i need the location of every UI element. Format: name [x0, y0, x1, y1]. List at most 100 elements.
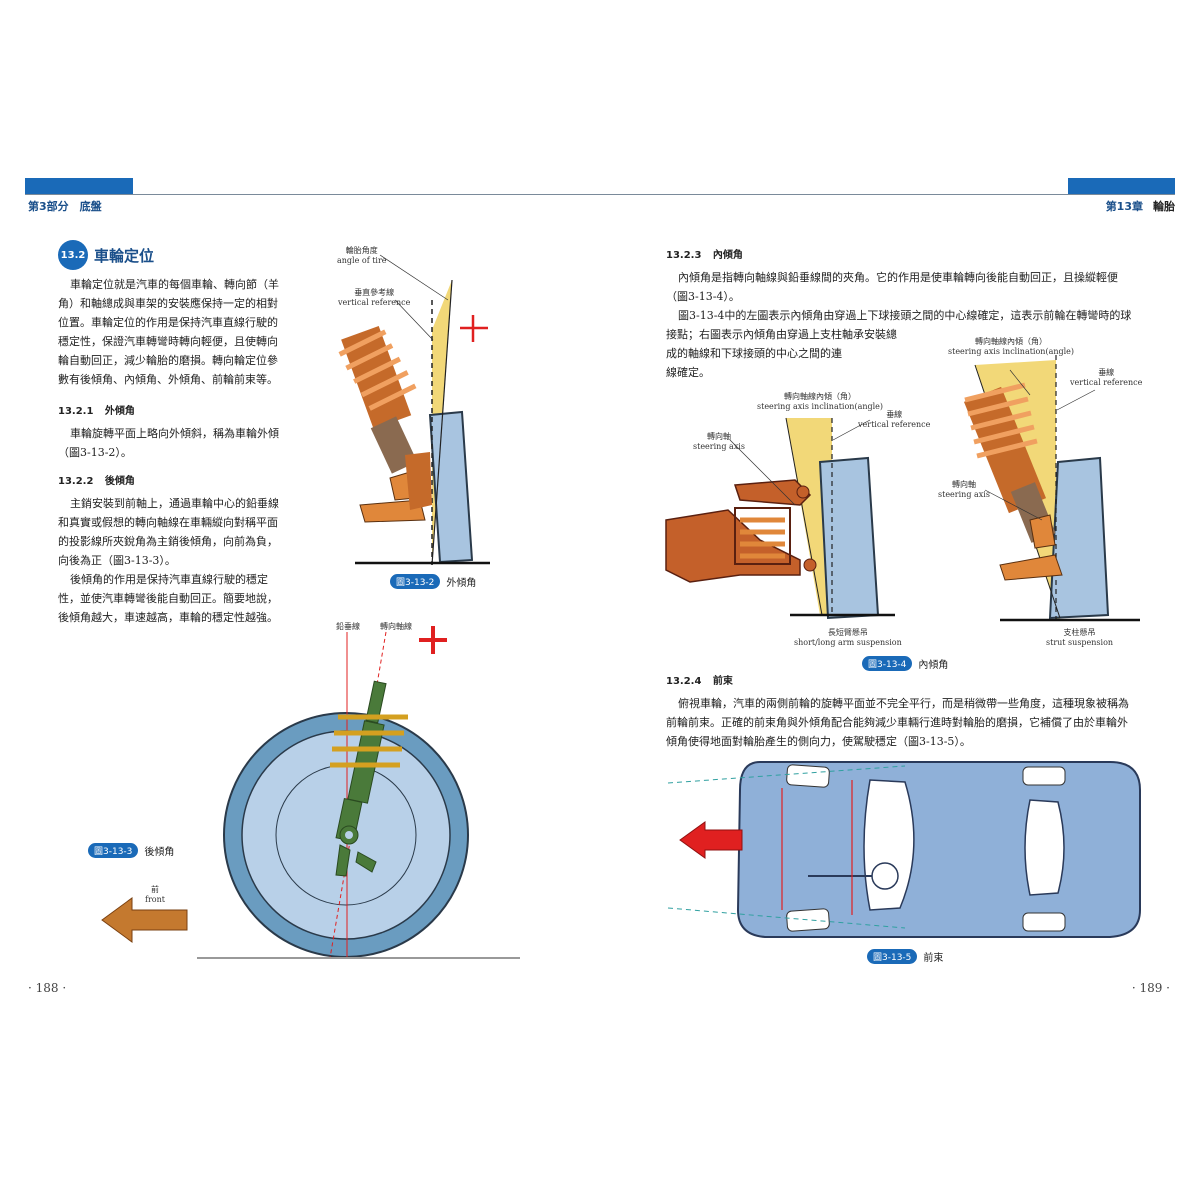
- label-text-en: vertical reference: [858, 420, 931, 429]
- label-vertical-left: 垂線 vertical reference: [858, 410, 930, 430]
- caption-fig-3-13-3: 圖3-13-3 後傾角: [88, 843, 174, 858]
- caption-number: 圖3-13-5: [867, 949, 918, 964]
- caption-fig-3-13-5: 圖3-13-5 前束: [867, 949, 943, 964]
- section-title: 車輪定位: [94, 247, 155, 265]
- label-text: 輪胎角度: [345, 246, 378, 255]
- text-line: 成的軸線和下球接頭的中心之間的連: [666, 347, 842, 360]
- caption-text: 內傾角: [918, 660, 949, 671]
- sub1-paragraph: 車輪旋轉平面上略向外傾斜，稱為車輪外傾 （圖3-13-2）。: [58, 424, 288, 462]
- text-line: 後傾角越大，車速越高，車輪的穩定性越強。: [58, 611, 278, 624]
- text-line: 穩定性，保證汽車轉彎時轉向輕便，且使轉向: [58, 335, 278, 348]
- label-text-en: front: [145, 895, 165, 904]
- header-chapter-title: 輪胎: [1153, 200, 1175, 213]
- tire-angle-line: [431, 279, 453, 566]
- sla-suspension: [665, 479, 817, 583]
- text-line: 俯視車輪，汽車的兩側前輪的旋轉平面並不完全平行，而是稍微帶一些角度，這種現象被稱…: [678, 697, 1129, 710]
- text-line: 輪自動回正，減少輪胎的磨損。轉向輪定位參: [58, 354, 278, 367]
- subsection-13-2-3: 13.2.3 內傾角: [666, 246, 743, 261]
- camber-angle-fill: [432, 280, 452, 565]
- text-line: 後傾角的作用是保持汽車直線行駛的穩定: [70, 573, 268, 586]
- caption-text: 前束: [923, 953, 944, 964]
- label-tire-angle: 輪胎角度 angle of tire: [337, 246, 387, 266]
- caption-text: 後傾角: [144, 847, 175, 858]
- text-line: 接點；右圖表示內傾角由穿過上支柱軸承安裝總: [666, 328, 897, 341]
- text-line: 線確定。: [666, 366, 710, 379]
- label-text-en: angle of tire: [337, 256, 387, 265]
- steering-wheel: [871, 862, 899, 890]
- label-strut: 支柱懸吊 strut suspension: [1046, 628, 1113, 648]
- text-line: 角）和軸總成與車架的安裝應保持一定的相對: [58, 297, 278, 310]
- wheel-hub-ring: [275, 764, 417, 906]
- toe-line-top: [667, 765, 906, 784]
- subsection-number: 13.2.2: [58, 476, 94, 487]
- text-line: 前輪前束。正確的前束角與外傾角配合能夠減少車輛行進時對輪胎的磨損，它補償了由於車…: [666, 716, 1128, 729]
- text-line: 位置。車輪定位的作用是保持汽車直線行駛的: [58, 316, 278, 329]
- subsection-number: 13.2.3: [666, 250, 702, 261]
- toe-line-bottom: [667, 907, 906, 929]
- caption-fig-3-13-2: 圖3-13-2 外傾角: [390, 574, 476, 589]
- section-number-badge: 13.2: [58, 240, 88, 270]
- label-steering-axis: 轉向軸線: [380, 622, 412, 631]
- label-text-en: vertical reference: [338, 298, 411, 307]
- caster-spring: [330, 714, 408, 768]
- label-text: 垂線: [1098, 368, 1115, 377]
- tire-left: [818, 456, 880, 620]
- label-text-en: steering axis: [938, 490, 990, 499]
- page-number-left: · 188 ·: [28, 981, 67, 995]
- caster-strut: [335, 680, 387, 877]
- page-number-right: · 189 ·: [1131, 981, 1170, 995]
- sub4-paragraph: 俯視車輪，汽車的兩側前輪的旋轉平面並不完全平行，而是稍微帶一些角度，這種現象被稱…: [666, 694, 1144, 751]
- sub2-paragraph: 主銷安裝到前軸上，通過車輪中心的鉛垂線 和真實或假想的轉向軸線在車輛縱向對稱平面…: [58, 494, 288, 627]
- text-line: 主銷安裝到前軸上，通過車輪中心的鉛垂線: [70, 497, 279, 510]
- sai-angle-fill-left: [786, 418, 832, 615]
- subsection-13-2-4: 13.2.4 前束: [666, 672, 733, 687]
- header-chapter-number: 第13章: [1105, 200, 1143, 213]
- strut-assembly: [338, 325, 432, 523]
- front-wheel-top: [786, 764, 830, 788]
- label-text: 垂直參考線: [354, 288, 395, 297]
- text-line: 車輪定位就是汽車的每個車輪、轉向節（羊: [70, 278, 279, 291]
- label-text-en: steering axis inclination(angle): [757, 402, 884, 411]
- tire-right: [1048, 456, 1110, 620]
- subsection-number: 13.2.1: [58, 406, 94, 417]
- label-vertical-right: 垂線 vertical reference: [1070, 368, 1142, 388]
- label-text-en: vertical reference: [1070, 378, 1143, 387]
- label-text: 轉向軸: [706, 432, 731, 441]
- label-text-en: steering axis: [693, 442, 745, 451]
- label-text: 長短臂懸吊: [827, 628, 868, 637]
- subsection-13-2-2: 13.2.2 後傾角: [58, 472, 135, 487]
- caption-fig-3-13-4: 圖3-13-4 內傾角: [862, 656, 948, 671]
- header-bar-right: [1068, 178, 1175, 194]
- text-line: 車輪旋轉平面上略向外傾斜，稱為車輪外傾: [70, 427, 279, 440]
- label-text: 垂線: [886, 410, 903, 419]
- header-chapter: 第13章 輪胎: [1106, 198, 1175, 214]
- subsection-13-2-1: 13.2.1 外傾角: [58, 402, 135, 417]
- label-steering-axis-left: 轉向軸 steering axis: [693, 432, 745, 452]
- front-wheel-bottom: [786, 908, 830, 932]
- subsection-number: 13.2.4: [666, 676, 702, 687]
- text-line: 的投影線所夾銳角為主銷後傾角，向前為負，: [58, 535, 278, 548]
- label-text: 前: [150, 885, 159, 894]
- label-vertical-reference: 垂直參考線 vertical reference: [338, 288, 410, 308]
- caption-number: 圖3-13-2: [390, 574, 441, 589]
- text-line: 傾角使得地面對輪胎產生的側向力，使駕駛穩定（圖3-13-5）。: [666, 735, 971, 748]
- steering-axis-line: [329, 631, 387, 959]
- text-line: 內傾角是指轉向軸線與鉛垂線間的夾角。它的作用是使車輪轉向後能自動回正，且操縱輕便: [678, 271, 1118, 284]
- rear-wheel-top: [1022, 766, 1066, 786]
- label-sai-right: 轉向軸線內傾（角） steering axis inclination(angl…: [948, 337, 1074, 357]
- rear-window: [1024, 799, 1065, 896]
- subsection-title: 後傾角: [104, 476, 135, 487]
- caption-number: 圖3-13-4: [862, 656, 913, 671]
- sub3-paragraph-a: 內傾角是指轉向軸線與鉛垂線間的夾角。它的作用是使車輪轉向後能自動回正，且操縱輕便…: [666, 268, 1144, 382]
- label-front: 前 front: [145, 885, 165, 905]
- label-text-en: strut suspension: [1046, 638, 1114, 647]
- direction-arrow: [679, 821, 743, 859]
- wheel-outer: [223, 712, 469, 958]
- label-plumb-line: 鉛垂線: [336, 622, 360, 631]
- windshield: [863, 779, 915, 911]
- label-text-en: steering axis inclination(angle): [948, 347, 1075, 356]
- text-line: （圖3-13-2）。: [58, 446, 132, 459]
- label-text: 支柱懸吊: [1063, 628, 1096, 637]
- caption-text: 外傾角: [446, 578, 477, 589]
- text-line: 性，並使汽車轉彎後能自動回正。簡要地說，: [58, 592, 278, 605]
